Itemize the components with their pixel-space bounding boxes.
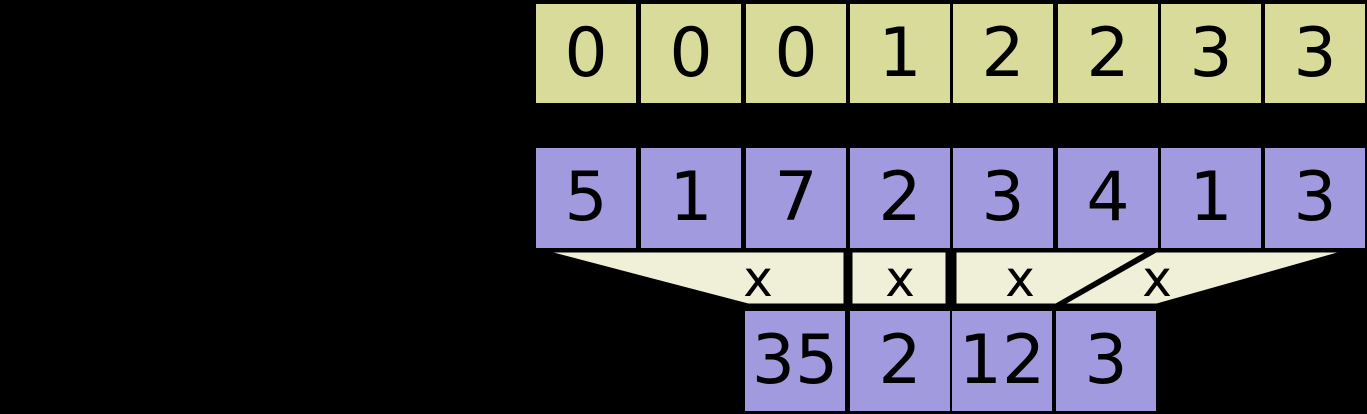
segment-id-cell: 3	[1265, 4, 1365, 103]
segment-id-cell: 1	[850, 4, 950, 103]
input-value-cell: 5	[536, 148, 636, 248]
segment-id-cell: 0	[746, 4, 846, 103]
input-value-cell: 3	[1265, 148, 1365, 248]
segment-id-cell: 2	[1058, 4, 1158, 103]
funnel-segment-1	[849, 249, 949, 307]
result-cell: 2	[850, 311, 950, 411]
segment-id-cell: 3	[1161, 4, 1261, 103]
multiply-operator: x	[1005, 250, 1035, 308]
multiply-operator: x	[1142, 250, 1172, 308]
segment-id-cell: 0	[536, 4, 636, 103]
input-value-cell: 2	[850, 148, 950, 248]
input-value-cell: 3	[953, 148, 1053, 248]
input-value-cell: 1	[641, 148, 741, 248]
result-cell: 35	[745, 311, 845, 411]
segment-id-cell: 2	[953, 4, 1053, 103]
funnel-segment-0	[541, 249, 847, 307]
input-value-cell: 7	[746, 148, 846, 248]
multiply-operator: x	[885, 250, 915, 308]
funnel-segment-3	[1055, 249, 1349, 307]
multiply-operator: x	[743, 250, 773, 308]
result-cell: 12	[952, 311, 1052, 411]
segment-id-cell: 0	[641, 4, 741, 103]
result-cell: 3	[1056, 311, 1156, 411]
input-value-cell: 4	[1058, 148, 1158, 248]
input-value-cell: 1	[1161, 148, 1261, 248]
funnel-segment-2	[953, 249, 1156, 307]
